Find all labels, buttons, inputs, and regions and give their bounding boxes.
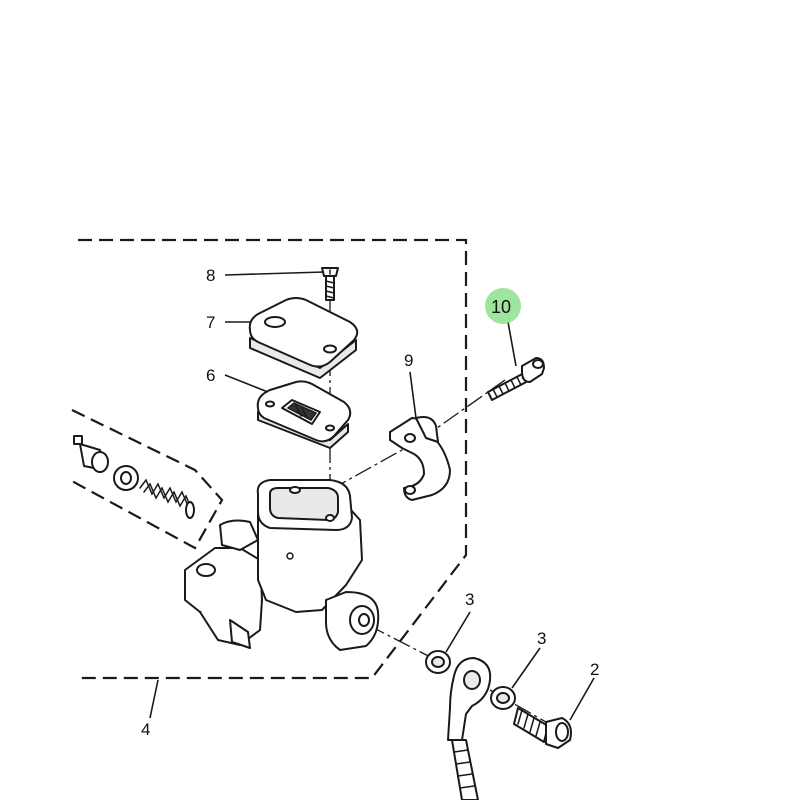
brake-hose	[447, 657, 492, 800]
union-bolt-part-2	[513, 707, 572, 749]
washer-part-3-left	[425, 650, 451, 674]
screw-part-8	[321, 267, 339, 301]
assembly-boundary	[75, 238, 468, 680]
callout-3-right: 3	[537, 629, 546, 648]
clamp-holder-part-9	[389, 416, 451, 501]
callout-3-left: 3	[465, 590, 474, 609]
washer-part-3-right	[490, 686, 516, 710]
callout-6: 6	[206, 366, 215, 385]
callout-7: 7	[206, 313, 215, 332]
reservoir-cap-part-7	[248, 297, 359, 379]
master-cylinder-body	[184, 479, 380, 651]
bolt-part-10	[487, 357, 545, 401]
callout-8: 8	[206, 266, 215, 285]
callout-4: 4	[141, 720, 150, 739]
callout-10: 10	[491, 297, 511, 317]
piston-kit-boundary	[69, 409, 224, 550]
diaphragm-part-6	[256, 380, 352, 449]
callout-2: 2	[590, 660, 599, 679]
callout-9: 9	[404, 351, 413, 370]
callout-leaders	[149, 271, 595, 721]
piston-kit-parts	[73, 435, 195, 519]
callout-10-highlight	[485, 288, 521, 324]
